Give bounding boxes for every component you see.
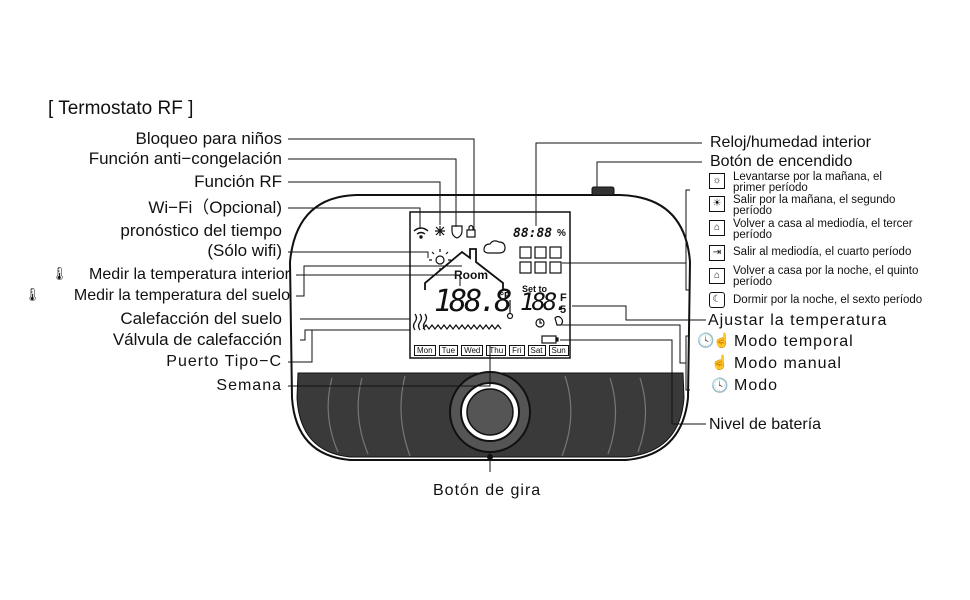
- day-mon: Mon: [414, 345, 436, 356]
- day-tue: Tue: [438, 345, 459, 356]
- label-heating-valve: Válvula de calefacción: [112, 330, 282, 349]
- lcd-set-unit-f: F: [560, 292, 567, 304]
- day-thu: Thu: [486, 345, 507, 356]
- right-leader-lines: [535, 142, 706, 425]
- lcd-room-label: Room: [454, 268, 488, 282]
- manual-hand-icon: ☝: [711, 354, 729, 370]
- lcd-hand-icon: [554, 315, 564, 326]
- lcd-week-days: Mon Tue Wed Thu Fri Sat Sun: [414, 345, 569, 356]
- label-floor-heating: Calefacción del suelo: [120, 309, 282, 328]
- label-forecast-2: (Sólo wifi): [207, 241, 282, 260]
- label-floor-temp: Medir la temperatura del suelo: [73, 287, 290, 304]
- return-noon-icon: ⌂: [709, 220, 725, 236]
- label-anti-freeze: Función anti−congelación: [88, 149, 282, 168]
- band-ribs: [327, 375, 647, 457]
- label-usb-port: Puerto Tipo−C: [166, 353, 282, 370]
- lcd-sun-icon: [429, 249, 451, 271]
- leave-noon-icon: ⇥: [709, 245, 725, 261]
- lcd-room-unit: °F: [500, 291, 511, 302]
- label-clock-humidity: Reloj/humedad interior: [710, 134, 871, 151]
- return-night-icon: ⌂: [709, 268, 725, 284]
- lcd-lock-icon: [466, 224, 476, 238]
- leave-morning-icon: ☀: [709, 196, 725, 212]
- lcd-set-unit-5: 5: [560, 304, 567, 316]
- label-mode: Modo: [734, 377, 779, 394]
- label-period-1b: primer período: [733, 182, 808, 194]
- sleep-night-icon: ☾: [709, 292, 725, 308]
- lcd-clock-icon: [535, 318, 545, 328]
- clock-icon: 🕓: [697, 332, 715, 348]
- thermometer-icon: 🌡: [51, 266, 68, 281]
- floor-thermometer-icon: 🌡: [24, 287, 41, 302]
- lcd-screen: [409, 211, 571, 359]
- day-fri: Fri: [509, 345, 525, 356]
- label-forecast-1: pronóstico del tiempo: [120, 221, 282, 240]
- label-child-lock: Bloqueo para niños: [135, 129, 282, 148]
- lcd-antifreeze-icon: [435, 226, 445, 236]
- label-indoor-temp: Medir la temperatura interior: [89, 266, 290, 283]
- lcd-set-temperature: 188.: [520, 288, 569, 316]
- left-leader-lines: [288, 138, 493, 472]
- label-period-5b: período: [733, 276, 773, 288]
- lcd-battery-icon: [541, 335, 559, 344]
- label-rf-function: Función RF: [194, 172, 282, 191]
- lcd-wifi-icon: [413, 227, 429, 239]
- label-week: Semana: [216, 377, 282, 394]
- label-mode-timer: Modo temporal: [734, 333, 854, 350]
- lcd-period-boxes: [519, 246, 562, 274]
- label-period-2b: período: [733, 205, 773, 217]
- hand-icon: ☝: [713, 332, 731, 348]
- lcd-heat-icon: [412, 313, 428, 331]
- day-sat: Sat: [527, 345, 546, 356]
- lcd-house-outline: [424, 248, 504, 290]
- label-period-3a: Volver a casa al mediodía, el tercer: [733, 218, 913, 230]
- day-sun: Sun: [548, 345, 569, 356]
- label-set-temperature: Ajustar la temperatura: [708, 312, 888, 329]
- wake-up-icon: ☼: [709, 173, 725, 189]
- day-wed: Wed: [461, 345, 484, 356]
- label-period-3b: período: [733, 229, 773, 241]
- label-period-4: Salir al mediodía, el cuarto período: [733, 246, 912, 258]
- lcd-cloud-icon: [483, 240, 506, 254]
- lcd-room-temperature: 188.8: [434, 284, 512, 319]
- mode-clock-icon: 🕓: [711, 377, 729, 393]
- lcd-rf-icon: [451, 225, 463, 239]
- label-period-6: Dormir por la noche, el sexto período: [733, 294, 923, 306]
- lcd-clock: 88:88: [513, 226, 553, 241]
- power-button-shape: [591, 186, 615, 196]
- label-mode-manual: Modo manual: [734, 355, 842, 372]
- lcd-set-to-label: Set to: [522, 284, 548, 294]
- lcd-clock-suffix: %: [557, 228, 566, 239]
- label-period-1a: Levantarse por la mañana, el: [733, 171, 882, 183]
- lcd-floor-waves: [422, 324, 502, 330]
- lcd-thermometer-icon: [506, 300, 514, 320]
- label-wifi: Wi−Fi（Opcional): [148, 198, 282, 217]
- label-period-2a: Salir por la mañana, el segundo: [733, 194, 896, 206]
- label-period-5a: Volver a casa por la noche, el quinto: [733, 265, 919, 277]
- rotary-knob-inner: [466, 388, 514, 436]
- label-power-button: Botón de encendido: [710, 153, 853, 170]
- label-rotary-button: Botón de gira: [433, 482, 542, 499]
- label-battery: Nivel de batería: [709, 416, 822, 433]
- diagram-title: [ Termostato RF ]: [48, 98, 194, 119]
